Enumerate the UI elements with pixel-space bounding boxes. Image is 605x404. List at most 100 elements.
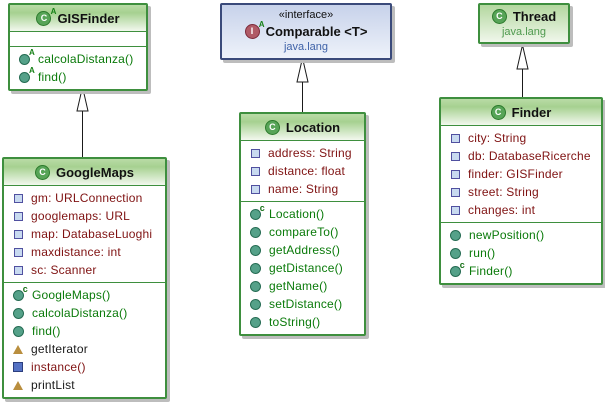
- interface-box-comparable[interactable]: «interface» Comparable <T> java.lang: [220, 3, 392, 60]
- unresolved-member-icon: [13, 380, 23, 390]
- method-label: find(): [32, 324, 61, 338]
- field-row[interactable]: map: DatabaseLuoghi: [4, 225, 165, 243]
- class-box-location[interactable]: Location address: String distance: float…: [239, 112, 366, 336]
- field-label: name: String: [268, 182, 339, 196]
- field-row[interactable]: sc: Scanner: [4, 261, 165, 279]
- field-row[interactable]: name: String: [241, 180, 364, 198]
- interface-name: Comparable <T>: [265, 23, 368, 39]
- method-row[interactable]: getDistance(): [241, 259, 364, 277]
- method-row[interactable]: Location(): [241, 203, 364, 223]
- method-row[interactable]: calcolaDistanza(): [4, 304, 165, 322]
- interface-header[interactable]: Comparable <T>: [222, 20, 390, 40]
- field-row[interactable]: finder: GISFinder: [441, 165, 601, 183]
- method-label: setDistance(): [269, 297, 343, 311]
- field-icon: [451, 151, 460, 161]
- field-icon: [14, 265, 23, 275]
- method-icon: [250, 280, 261, 292]
- method-label: newPosition(): [469, 228, 545, 242]
- class-icon: [34, 164, 50, 180]
- method-label: getAddress(): [269, 243, 341, 257]
- abstract-method-icon: [19, 48, 35, 65]
- method-row[interactable]: find(): [10, 66, 146, 86]
- class-name: Finder: [511, 104, 552, 120]
- fields-compartment-empty: [10, 31, 146, 46]
- class-header[interactable]: Location: [241, 114, 364, 140]
- field-row[interactable]: db: DatabaseRicerche: [441, 147, 601, 165]
- field-row[interactable]: address: String: [241, 144, 364, 162]
- method-label: instance(): [31, 360, 86, 374]
- fields-compartment: gm: URLConnection googlemaps: URL map: D…: [4, 185, 165, 282]
- field-icon: [251, 148, 260, 158]
- class-header[interactable]: GISFinder: [10, 5, 146, 31]
- method-row[interactable]: compareTo(): [241, 223, 364, 241]
- methods-compartment: GoogleMaps() calcolaDistanza() find() ge…: [4, 282, 165, 397]
- methods-compartment: Location() compareTo() getAddress() getD…: [241, 201, 364, 334]
- method-label: run(): [469, 246, 496, 260]
- class-header[interactable]: GoogleMaps: [4, 159, 165, 185]
- class-box-googlemaps[interactable]: GoogleMaps gm: URLConnection googlemaps:…: [2, 157, 167, 399]
- class-header[interactable]: Finder: [441, 99, 601, 125]
- method-icon: [450, 247, 461, 259]
- unresolved-member-icon: [13, 344, 23, 354]
- method-label: GoogleMaps(): [32, 288, 111, 302]
- field-row[interactable]: street: String: [441, 183, 601, 201]
- class-box-gisfinder[interactable]: GISFinder calcolaDistanza() find(): [8, 3, 148, 91]
- stereotype-label: «interface»: [278, 9, 334, 21]
- field-row[interactable]: city: String: [441, 129, 601, 147]
- field-label: sc: Scanner: [31, 263, 97, 277]
- method-row[interactable]: getAddress(): [241, 241, 364, 259]
- static-method-icon: [13, 362, 23, 372]
- class-icon: [490, 104, 506, 120]
- class-name: Thread: [512, 8, 557, 24]
- member-row[interactable]: printList: [4, 376, 165, 394]
- interface-icon: [244, 20, 265, 39]
- method-icon: [250, 298, 261, 310]
- field-icon: [451, 205, 460, 215]
- field-row[interactable]: googlemaps: URL: [4, 207, 165, 225]
- method-row[interactable]: calcolaDistanza(): [10, 48, 146, 68]
- field-label: finder: GISFinder: [468, 167, 563, 181]
- method-row[interactable]: getName(): [241, 277, 364, 295]
- method-row[interactable]: run(): [441, 244, 601, 262]
- constructor-method-icon: [450, 260, 465, 277]
- field-label: googlemaps: URL: [31, 209, 131, 223]
- field-icon: [251, 184, 260, 194]
- generalization-arrow-location-comparable[interactable]: [296, 57, 309, 113]
- field-row[interactable]: maxdistance: int: [4, 243, 165, 261]
- field-row[interactable]: gm: URLConnection: [4, 189, 165, 207]
- method-row[interactable]: newPosition(): [441, 226, 601, 244]
- class-name: Location: [285, 119, 341, 135]
- method-row[interactable]: GoogleMaps(): [4, 284, 165, 304]
- methods-compartment: newPosition() run() Finder(): [441, 222, 601, 283]
- method-icon: [13, 307, 24, 319]
- method-icon: [250, 262, 261, 274]
- class-name: GISFinder: [57, 10, 120, 26]
- method-row[interactable]: instance(): [4, 358, 165, 376]
- class-box-thread[interactable]: Thread java.lang: [478, 3, 570, 44]
- class-header[interactable]: Thread: [480, 7, 568, 25]
- generalization-arrow-finder-thread[interactable]: [516, 44, 529, 98]
- field-label: db: DatabaseRicerche: [468, 149, 591, 163]
- method-row[interactable]: Finder(): [441, 260, 601, 280]
- method-label: toString(): [269, 315, 321, 329]
- method-label: calcolaDistanza(): [38, 52, 134, 66]
- field-row[interactable]: distance: float: [241, 162, 364, 180]
- package-label: java.lang: [501, 26, 547, 38]
- generalization-arrow-googlemaps-gisfinder[interactable]: [76, 86, 89, 158]
- fields-compartment: address: String distance: float name: St…: [241, 140, 364, 201]
- abstract-class-icon: [36, 7, 56, 26]
- class-box-finder[interactable]: Finder city: String db: DatabaseRicerche…: [439, 97, 603, 285]
- method-icon: [250, 226, 261, 238]
- field-label: map: DatabaseLuoghi: [31, 227, 153, 241]
- method-row[interactable]: toString(): [241, 313, 364, 331]
- member-label: getIterator: [31, 342, 88, 356]
- method-icon: [250, 316, 261, 328]
- field-label: distance: float: [268, 164, 346, 178]
- field-label: address: String: [268, 146, 352, 160]
- method-row[interactable]: find(): [4, 322, 165, 340]
- method-row[interactable]: setDistance(): [241, 295, 364, 313]
- field-row[interactable]: changes: int: [441, 201, 601, 219]
- member-row[interactable]: getIterator: [4, 340, 165, 358]
